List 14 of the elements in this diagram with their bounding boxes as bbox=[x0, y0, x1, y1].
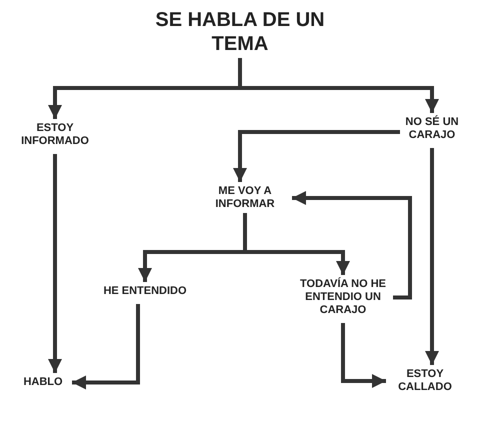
node-label: ESTOY INFORMADO bbox=[20, 122, 90, 148]
node-label: ME VOY A INFORMAR bbox=[214, 185, 276, 211]
node-label: ESTOY CALLADO bbox=[397, 368, 453, 394]
arrow bbox=[292, 191, 412, 300]
node-label: TODAVÍA NO HE ENTENDIO UN CARAJO bbox=[299, 278, 387, 317]
node-label: HABLO bbox=[22, 376, 64, 389]
arrow bbox=[233, 130, 400, 182]
arrow bbox=[425, 148, 439, 365]
node-label: SE HABLA DE UN TEMA bbox=[154, 8, 326, 56]
node-label: NO SÉ UN CARAJO bbox=[404, 116, 460, 142]
node-label: HE ENTENDIDO bbox=[102, 285, 188, 298]
arrow bbox=[72, 304, 140, 390]
arrow bbox=[341, 323, 386, 388]
arrow bbox=[48, 154, 62, 373]
